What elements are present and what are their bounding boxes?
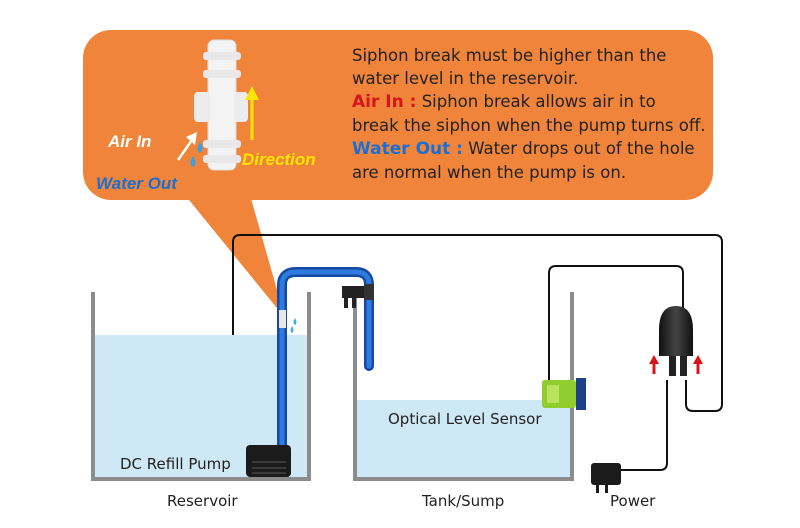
air-in-text-2: break the siphon when the pump turns off… — [352, 116, 706, 135]
air-in-arrow-icon — [176, 132, 197, 161]
callout-line-1: Siphon break must be higher than the — [352, 46, 667, 65]
power-adapter — [591, 463, 621, 493]
sensor-to-controller-wire — [548, 265, 684, 383]
pump-label: DC Refill Pump — [120, 455, 231, 473]
dc-refill-pump — [246, 445, 291, 477]
water-out-text-2: are normal when the pump is on. — [352, 163, 627, 182]
direction-arrow-icon — [245, 86, 259, 140]
tank-label: Tank/Sump — [422, 492, 505, 510]
sensor-label: Optical Level Sensor — [388, 410, 542, 428]
water-drops-icon — [190, 142, 203, 167]
air-in-text-1: Siphon break allows air in to — [421, 92, 656, 111]
optical-level-sensor — [542, 378, 586, 410]
illustration-water-out-label: Water Out — [96, 174, 177, 193]
air-in-key: Air In : — [352, 92, 417, 112]
siphon-break-fitting-icon — [194, 39, 248, 171]
power-to-controller-wire — [621, 380, 668, 471]
controller-unit — [659, 306, 693, 376]
illustration-direction-label: Direction — [242, 150, 316, 169]
siphon-break — [279, 310, 297, 333]
water-out-line-1: Water Out : Water drops out of the hole — [352, 137, 732, 161]
illustration-air-in-label: Air In — [108, 132, 152, 151]
hose-clip — [342, 284, 374, 308]
callout-line-2: water level in the reservoir. — [352, 69, 579, 88]
upward-arrows-icon — [649, 355, 703, 374]
pump-hose — [277, 267, 374, 450]
callout-text: Siphon break must be higher than the wat… — [352, 44, 732, 184]
power-label: Power — [610, 492, 656, 510]
sump-tank — [353, 292, 574, 481]
air-in-line-1: Air In : Siphon break allows air in to — [352, 90, 732, 114]
reservoir-label: Reservoir — [167, 492, 238, 510]
water-out-text-1: Water drops out of the hole — [468, 139, 695, 158]
water-out-key: Water Out : — [352, 139, 463, 159]
